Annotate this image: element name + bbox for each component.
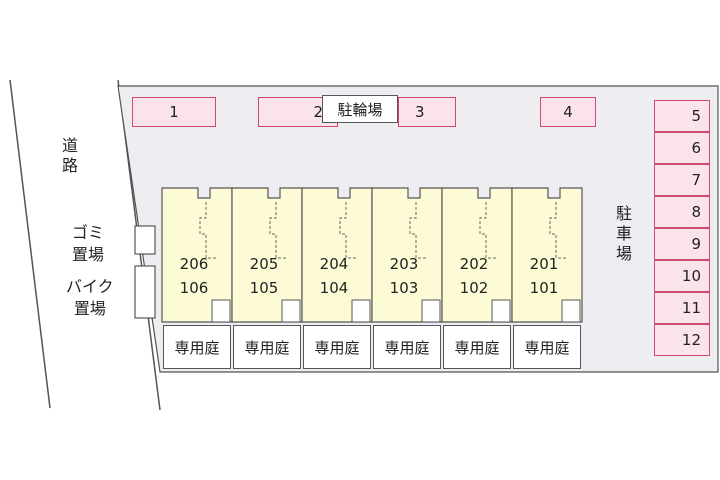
stall-number: 1	[169, 103, 179, 121]
stall-number: 4	[563, 103, 573, 121]
bike-area-label-line2: 置場	[73, 299, 106, 318]
stall-number: 5	[691, 107, 701, 125]
unit-block	[161, 187, 233, 323]
stair-outline	[409, 202, 428, 259]
parking-stall-12: 12	[654, 324, 710, 356]
parking-label: 駐車場	[613, 205, 632, 265]
unit-block	[371, 187, 443, 323]
private-garden: 専用庭	[233, 325, 301, 369]
stall-number: 9	[691, 235, 701, 253]
parking-stall-5: 5	[654, 100, 710, 132]
unit-number-upper: 206	[179, 255, 209, 273]
unit-number-lower: 105	[249, 279, 279, 297]
stair-outline	[479, 202, 498, 259]
unit-number-upper: 201	[529, 255, 559, 273]
stall-number: 7	[691, 171, 701, 189]
stair-outline	[199, 202, 218, 259]
parking-stall-3: 3	[398, 97, 456, 127]
parking-stall-1: 1	[132, 97, 216, 127]
garbage-label-line1: ゴミ	[72, 223, 105, 242]
parking-stall-10: 10	[654, 260, 710, 292]
garbage-box	[134, 225, 156, 255]
parking-stall-4: 4	[540, 97, 596, 127]
entrance-box	[211, 299, 231, 323]
entrance-box	[281, 299, 301, 323]
bike-area-label-line1: バイク	[66, 277, 114, 296]
private-garden: 専用庭	[303, 325, 371, 369]
unit-number-upper: 205	[249, 255, 279, 273]
stall-number: 2	[313, 103, 323, 121]
parking-stall-6: 6	[654, 132, 710, 164]
stall-number: 8	[691, 203, 701, 221]
parking-stall-9: 9	[654, 228, 710, 260]
unit-number-lower: 101	[529, 279, 559, 297]
stall-number: 10	[681, 267, 701, 285]
garbage-label-line2: 置場	[72, 245, 105, 264]
unit-number-lower: 104	[319, 279, 349, 297]
unit-number-lower: 106	[179, 279, 209, 297]
private-garden: 専用庭	[443, 325, 511, 369]
stair-outline	[339, 202, 358, 259]
bicycle-parking-label: 駐輪場	[322, 95, 398, 123]
private-garden: 専用庭	[373, 325, 441, 369]
stall-number: 3	[415, 103, 425, 121]
bike-box	[134, 265, 156, 319]
unit-block	[301, 187, 373, 323]
unit-block	[231, 187, 303, 323]
unit-number-upper: 202	[459, 255, 489, 273]
parking-stall-8: 8	[654, 196, 710, 228]
entrance-box	[491, 299, 511, 323]
road-edge-left	[9, 79, 51, 409]
stair-outline	[269, 202, 288, 259]
stair-outline	[549, 202, 568, 259]
unit-number-upper: 204	[319, 255, 349, 273]
unit-number-lower: 102	[459, 279, 489, 297]
private-garden: 専用庭	[513, 325, 581, 369]
stall-number: 12	[681, 331, 701, 349]
road-label: 道路	[59, 137, 78, 177]
unit-number-lower: 103	[389, 279, 419, 297]
entrance-box	[561, 299, 581, 323]
parking-stall-11: 11	[654, 292, 710, 324]
unit-block	[511, 187, 583, 323]
stall-number: 6	[691, 139, 701, 157]
bike-area-label: バイク 置場	[66, 276, 114, 320]
private-garden: 専用庭	[163, 325, 231, 369]
entrance-box	[351, 299, 371, 323]
stall-number: 11	[681, 299, 701, 317]
parking-stall-7: 7	[654, 164, 710, 196]
unit-number-upper: 203	[389, 255, 419, 273]
entrance-box	[421, 299, 441, 323]
garbage-label: ゴミ 置場	[72, 222, 104, 266]
unit-block	[441, 187, 513, 323]
